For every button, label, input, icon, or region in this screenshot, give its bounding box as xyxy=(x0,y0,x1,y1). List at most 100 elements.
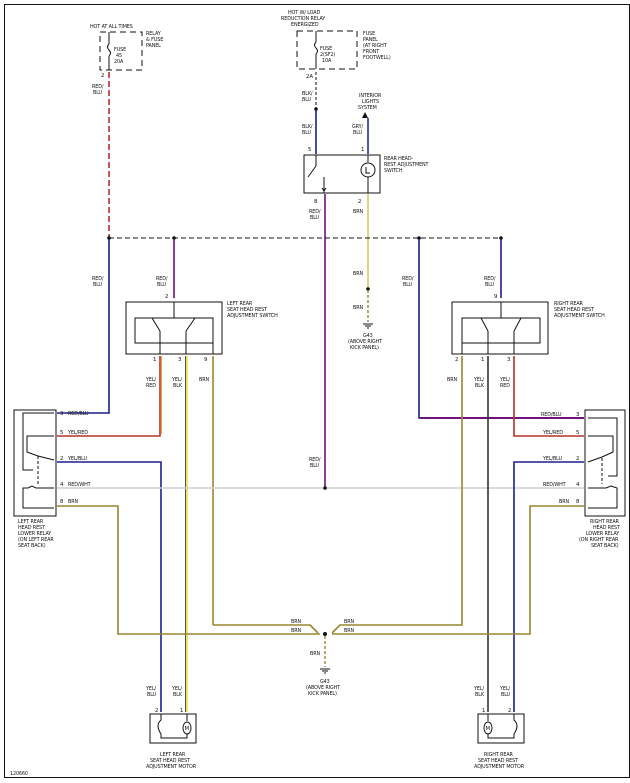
wire-yel-blu-right xyxy=(513,461,584,712)
left-relay-pin3-wire: RED/BLU xyxy=(68,411,89,417)
ground-upper-loc1: (ABOVE RIGHT xyxy=(348,339,382,345)
right-switch-box xyxy=(451,301,549,355)
ground-splice xyxy=(323,632,327,636)
motor-symbol: M xyxy=(185,726,190,732)
fuse2-header-3: ENERGIZED xyxy=(291,22,319,28)
right-motor-name-3: ADJUSTMENT MOTOR xyxy=(474,764,525,770)
diagram-frame xyxy=(4,4,630,778)
label-yel-blk-lm-a: YEL/ xyxy=(171,686,182,692)
label-blk-blu-1b: BLU xyxy=(302,97,312,103)
fuse2-panel-3: (AT RIGHT xyxy=(363,43,387,49)
left-relay-name-2: HEAD REST xyxy=(18,525,45,531)
label-yel-blu-rm-a: YEL/ xyxy=(499,686,510,692)
right-relay-name-5: SEAT BACK) xyxy=(591,543,619,549)
lamp-icon xyxy=(360,162,376,178)
left-motor-pin1: 1 xyxy=(180,708,183,714)
left-rear-seat-headrest-adjustment-switch: 2 LEFT REAR SEAT HEAD REST ADJUSTMENT SW… xyxy=(125,294,278,363)
label-brn-rs2: BRN xyxy=(353,271,363,277)
label-brn-g1: BRN xyxy=(291,619,301,625)
label-red-blu-l-a: RED/ xyxy=(92,276,104,282)
left-switch-name-2: SEAT HEAD REST xyxy=(227,307,267,313)
right-relay-pin5-wire: YEL/RED xyxy=(542,430,563,436)
relay-fuse-panel-box xyxy=(99,31,143,71)
fuse45-header: HOT AT ALL TIMES xyxy=(90,24,133,30)
motor-symbol: M xyxy=(486,726,491,732)
ground-lower-loc2: KICK PANEL) xyxy=(308,691,337,697)
fuse2-header-2: REDUCTION RELAY xyxy=(281,16,325,22)
label-brn-rs3: BRN xyxy=(353,305,363,311)
left-relay-pin2-wire: YEL/BLU xyxy=(67,456,88,462)
left-switch-pin1: 1 xyxy=(153,357,156,363)
right-motor-name-2: SEAT HEAD REST xyxy=(478,758,518,764)
wire-brn-right-switch xyxy=(331,356,463,634)
arrow-up-icon xyxy=(362,112,368,118)
left-rear-headrest-lower-relay: 3 RED/BLU 5 YEL/RED 2 YEL/BLU 4 RED/WHT … xyxy=(13,409,91,549)
label-yel-blk-rm-b: BLK xyxy=(475,692,485,698)
fuse2-panel-4: FRONT xyxy=(363,49,379,55)
left-motor-pin2: 2 xyxy=(155,708,158,714)
label-brn-g5: BRN xyxy=(310,651,320,657)
left-relay-pin4: 4 xyxy=(60,482,64,488)
rear-switch-name-2: REST ADJUSTMENT xyxy=(384,162,429,168)
left-relay-name-3: LOWER RELAY xyxy=(18,531,51,537)
ground-icon xyxy=(363,323,373,329)
fuse45-fuse-line3: 20A xyxy=(114,59,124,65)
label-red-blu-rs2-a: RED/ xyxy=(309,457,321,463)
fuse-panel-box xyxy=(296,30,358,70)
label-blk-blu-2a: BLK/ xyxy=(302,124,313,130)
interior-lights-2: LIGHTS xyxy=(362,99,379,105)
rear-switch-pin1: 1 xyxy=(361,147,364,153)
label-yel-red-r-b: RED xyxy=(500,383,510,389)
figure-id: 120660 xyxy=(10,771,28,777)
splice-dot xyxy=(314,107,318,111)
label-brn-ls: BRN xyxy=(199,377,209,383)
right-motor-pin2: 2 xyxy=(508,708,511,714)
right-relay-pin5: 5 xyxy=(576,430,579,436)
right-motor-box xyxy=(477,713,525,744)
right-switch-pin3: 3 xyxy=(507,357,510,363)
ground-upper-loc2: KICK PANEL) xyxy=(350,345,379,351)
fuse-2-icon xyxy=(314,41,318,55)
right-rear-seat-headrest-adjustment-motor: 1 2 M RIGHT REAR SEAT HEAD REST ADJUSTME… xyxy=(474,708,525,770)
left-relay-name-1: LEFT REAR xyxy=(18,519,44,525)
label-yel-blk-r-b: BLK xyxy=(475,383,485,389)
left-rear-seat-headrest-adjustment-motor: 2 1 M LEFT REAR SEAT HEAD REST ADJUSTMEN… xyxy=(146,708,197,770)
label-red-blu-fuse45-1: RED/ xyxy=(92,84,104,90)
right-relay-name-3: LOWER RELAY xyxy=(586,531,619,537)
left-relay-name-5: SEAT BACK) xyxy=(18,543,46,549)
label-brn-rsw: BRN xyxy=(447,377,457,383)
label-yel-blk-rm-a: YEL/ xyxy=(473,686,484,692)
right-relay-name-2: HEAD REST xyxy=(593,525,620,531)
wire-yel-red-right xyxy=(513,356,584,437)
label-yel-blk-l-b: BLK xyxy=(173,383,183,389)
fuse2-fuse-1: FUSE xyxy=(320,46,332,52)
label-blk-blu-1a: BLK/ xyxy=(302,91,313,97)
left-motor-name-2: SEAT HEAD REST xyxy=(150,758,190,764)
rear-switch-name-1: REAR HEAD- xyxy=(384,156,414,162)
label-red-blu-ls-b: BLU xyxy=(157,282,167,288)
label-red-blu-rr-b: BLU xyxy=(403,282,413,288)
label-red-blu-rsw-a: RED/ xyxy=(484,276,496,282)
label-yel-blu-lm-a: YEL/ xyxy=(145,686,156,692)
label-blk-blu-2b: BLU xyxy=(302,130,312,136)
label-red-blu-rr-a: RED/ xyxy=(402,276,414,282)
left-relay-pin8-wire: BRN xyxy=(68,499,78,505)
label-red-blu-rs2-b: BLU xyxy=(310,463,320,469)
wire-brn-left-relay xyxy=(57,505,320,635)
wire-red-blu-left-relay xyxy=(57,239,110,414)
label-red-blu-fuse45-2: BLU xyxy=(93,90,103,96)
rear-switch-name-3: SWITCH xyxy=(384,168,403,174)
switch-contact-icon xyxy=(151,317,161,332)
fuse45-panel-line3: PANEL xyxy=(146,43,161,49)
right-relay-pin3-wire: RED/BLU xyxy=(541,412,562,418)
right-relay-name-4: (ON RIGHT REAR xyxy=(579,537,619,543)
left-relay-pin4-wire: RED/WHT xyxy=(68,482,91,488)
label-red-blu-rs-b: BLU xyxy=(310,215,320,221)
right-relay-box xyxy=(584,409,626,517)
fuse2-header-1: HOT W/ LOAD xyxy=(288,10,320,16)
fuse45-pin: 2 xyxy=(101,73,104,79)
fuse45-fuse-line2: 45 xyxy=(116,53,122,59)
left-relay-pin2: 2 xyxy=(60,456,63,462)
fuse-2-block: HOT W/ LOAD REDUCTION RELAY ENERGIZED FU… xyxy=(281,10,391,80)
